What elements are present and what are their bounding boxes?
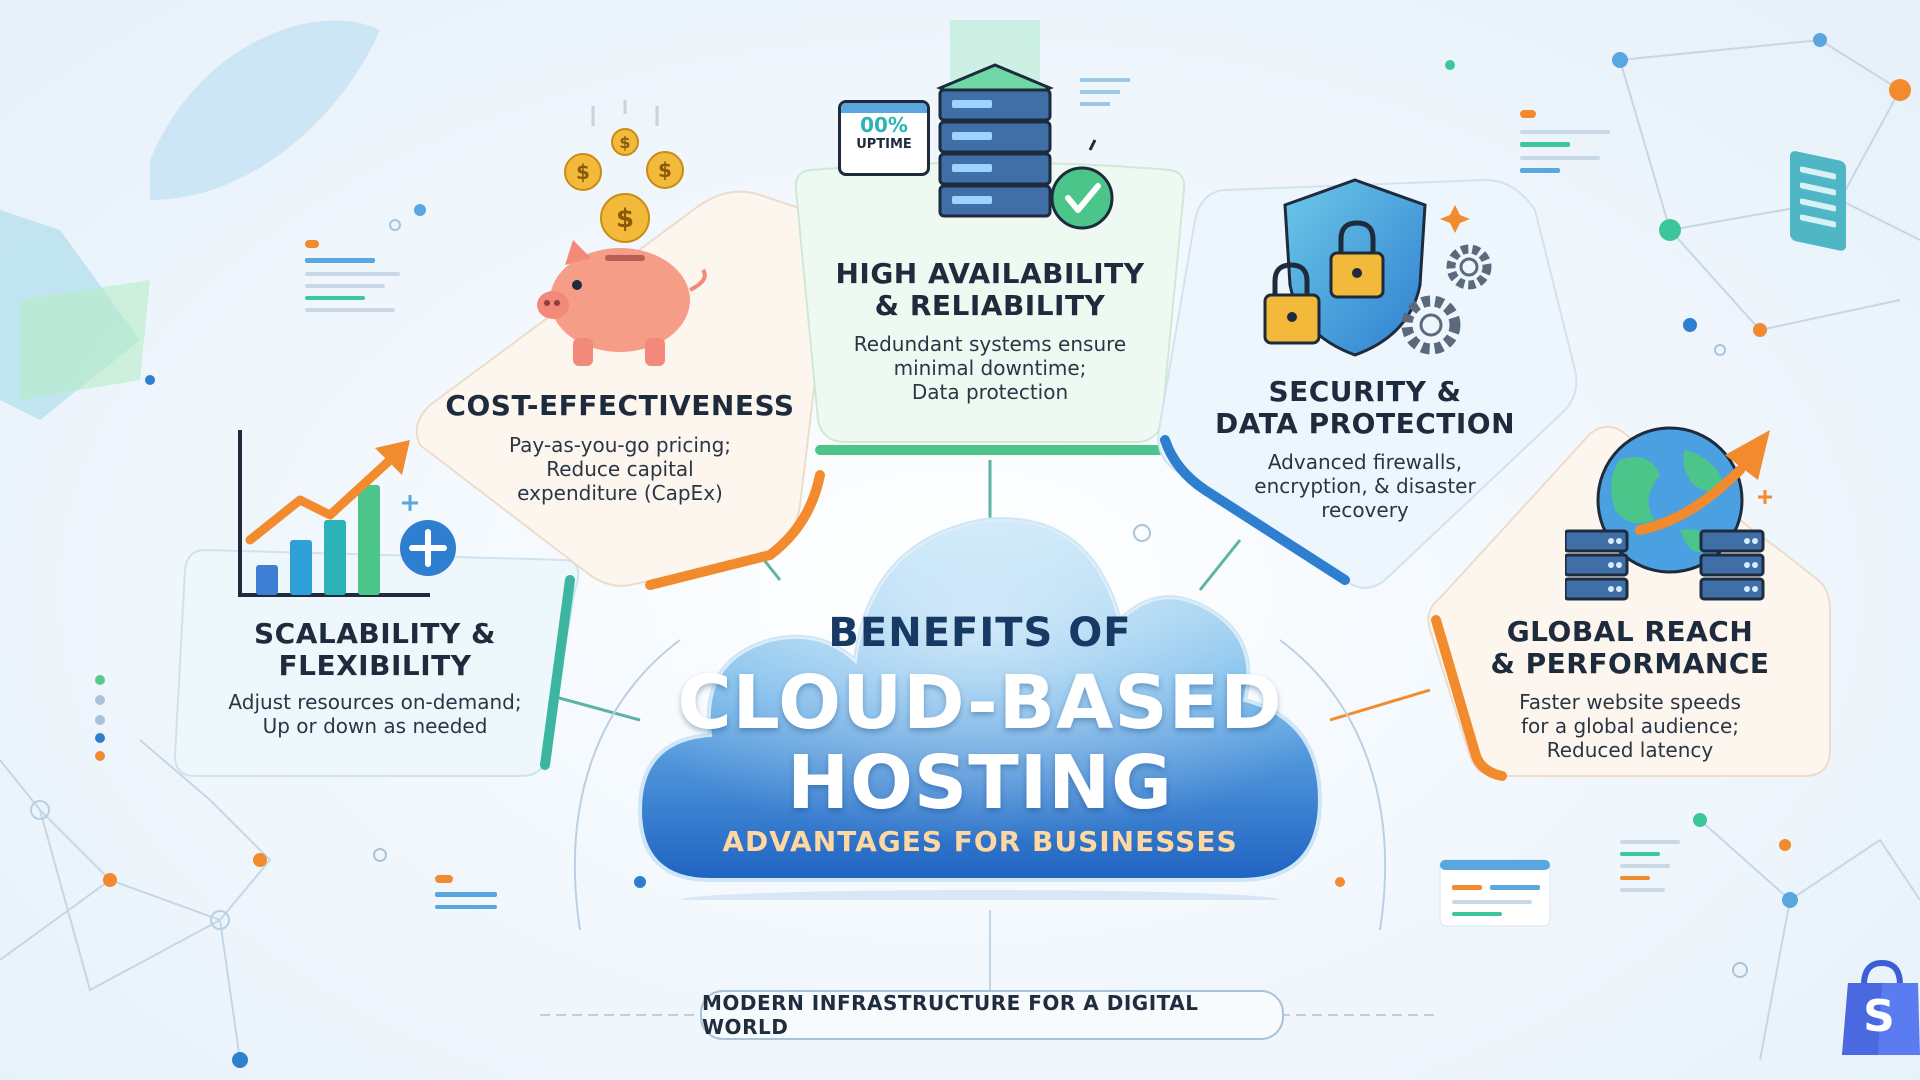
card-security-desc-3: recovery [1321, 498, 1409, 522]
card-security-title-2: DATA PROTECTION [1215, 407, 1515, 440]
gear-icon [1401, 244, 1492, 355]
card-availability-title-1: HIGH AVAILABILITY [835, 257, 1145, 290]
growth-arrow-icon [245, 440, 410, 545]
coin-symbol: $ [619, 133, 630, 152]
coin-symbol: $ [658, 158, 672, 182]
shopping-bag-logo-icon: S [1838, 955, 1920, 1055]
card-scalability-title-1: SCALABILITY & [254, 617, 496, 650]
cloud-heading-hosting: HOSTING [787, 740, 1173, 826]
card-security-desc-1: Advanced firewalls, [1267, 450, 1463, 474]
shield-lock-icon [1263, 178, 1492, 357]
cloud-heading-main: CLOUD-BASED [677, 660, 1283, 746]
checkmark-icon [1050, 166, 1114, 230]
card-cost-panel [415, 190, 835, 590]
card-availability-desc-2: minimal downtime; [893, 356, 1087, 380]
coin-symbol: $ [616, 204, 634, 234]
server-stack-icon [936, 20, 1130, 230]
uptime-value: 00% [860, 113, 908, 137]
card-high-availability: HIGH AVAILABILITY & RELIABILITY Redundan… [790, 150, 1190, 460]
card-availability-desc-3: Data protection [911, 380, 1069, 404]
card-scalability-title-2: FLEXIBILITY [278, 649, 472, 682]
coin-symbol: $ [576, 160, 590, 184]
card-cost-desc-3: expenditure (CapEx) [517, 481, 723, 505]
card-availability-desc-1: Redundant systems ensure [853, 332, 1127, 356]
logo-letter: S [1863, 991, 1895, 1042]
card-global-title-1: GLOBAL REACH [1506, 615, 1754, 648]
central-cloud: BENEFITS OF CLOUD-BASED HOSTING ADVANTAG… [620, 500, 1340, 900]
cloud-shape [637, 517, 1323, 900]
server-rack-icon [1565, 529, 1765, 601]
card-cost-effectiveness: COST-EFFECTIVENESS Pay-as-you-go pricing… [400, 175, 840, 595]
uptime-badge-icon: 00% UPTIME [838, 100, 930, 176]
coin-icon: $ $ $ $ [564, 128, 684, 243]
bar-chart-icon [238, 430, 456, 597]
card-scalability-panel [173, 548, 580, 777]
card-security-desc-2: encryption, & disaster [1254, 474, 1476, 498]
card-cost-desc-2: Reduce capital [546, 457, 694, 481]
card-global-desc-2: for a global audience; [1520, 714, 1740, 738]
card-global-desc-1: Faster website speeds [1519, 690, 1741, 714]
card-global-title-2: & PERFORMANCE [1490, 647, 1770, 680]
plus-icon [400, 520, 456, 576]
padlock-icon [1263, 220, 1385, 345]
card-scalability-desc-1: Adjust resources on-demand; [228, 690, 522, 714]
card-availability-title-2: & RELIABILITY [874, 289, 1106, 322]
tagline-pill: MODERN INFRASTRUCTURE FOR A DIGITAL WORL… [700, 990, 1284, 1040]
card-global-desc-3: Reduced latency [1546, 738, 1714, 762]
card-cost-title: COST-EFFECTIVENESS [445, 389, 795, 422]
cloud-heading-benefits: BENEFITS OF [828, 610, 1132, 656]
card-security-title-1: SECURITY & [1268, 375, 1462, 408]
card-scalability-desc-2: Up or down as needed [262, 714, 488, 738]
card-cost-desc-1: Pay-as-you-go pricing; [508, 433, 732, 457]
cloud-subheading: ADVANTAGES FOR BUSINESSES [722, 825, 1238, 858]
uptime-label: UPTIME [856, 137, 912, 152]
card-scalability: SCALABILITY & FLEXIBILITY Adjust resourc… [165, 540, 585, 780]
piggy-bank-icon: $ $ $ $ [537, 100, 707, 366]
